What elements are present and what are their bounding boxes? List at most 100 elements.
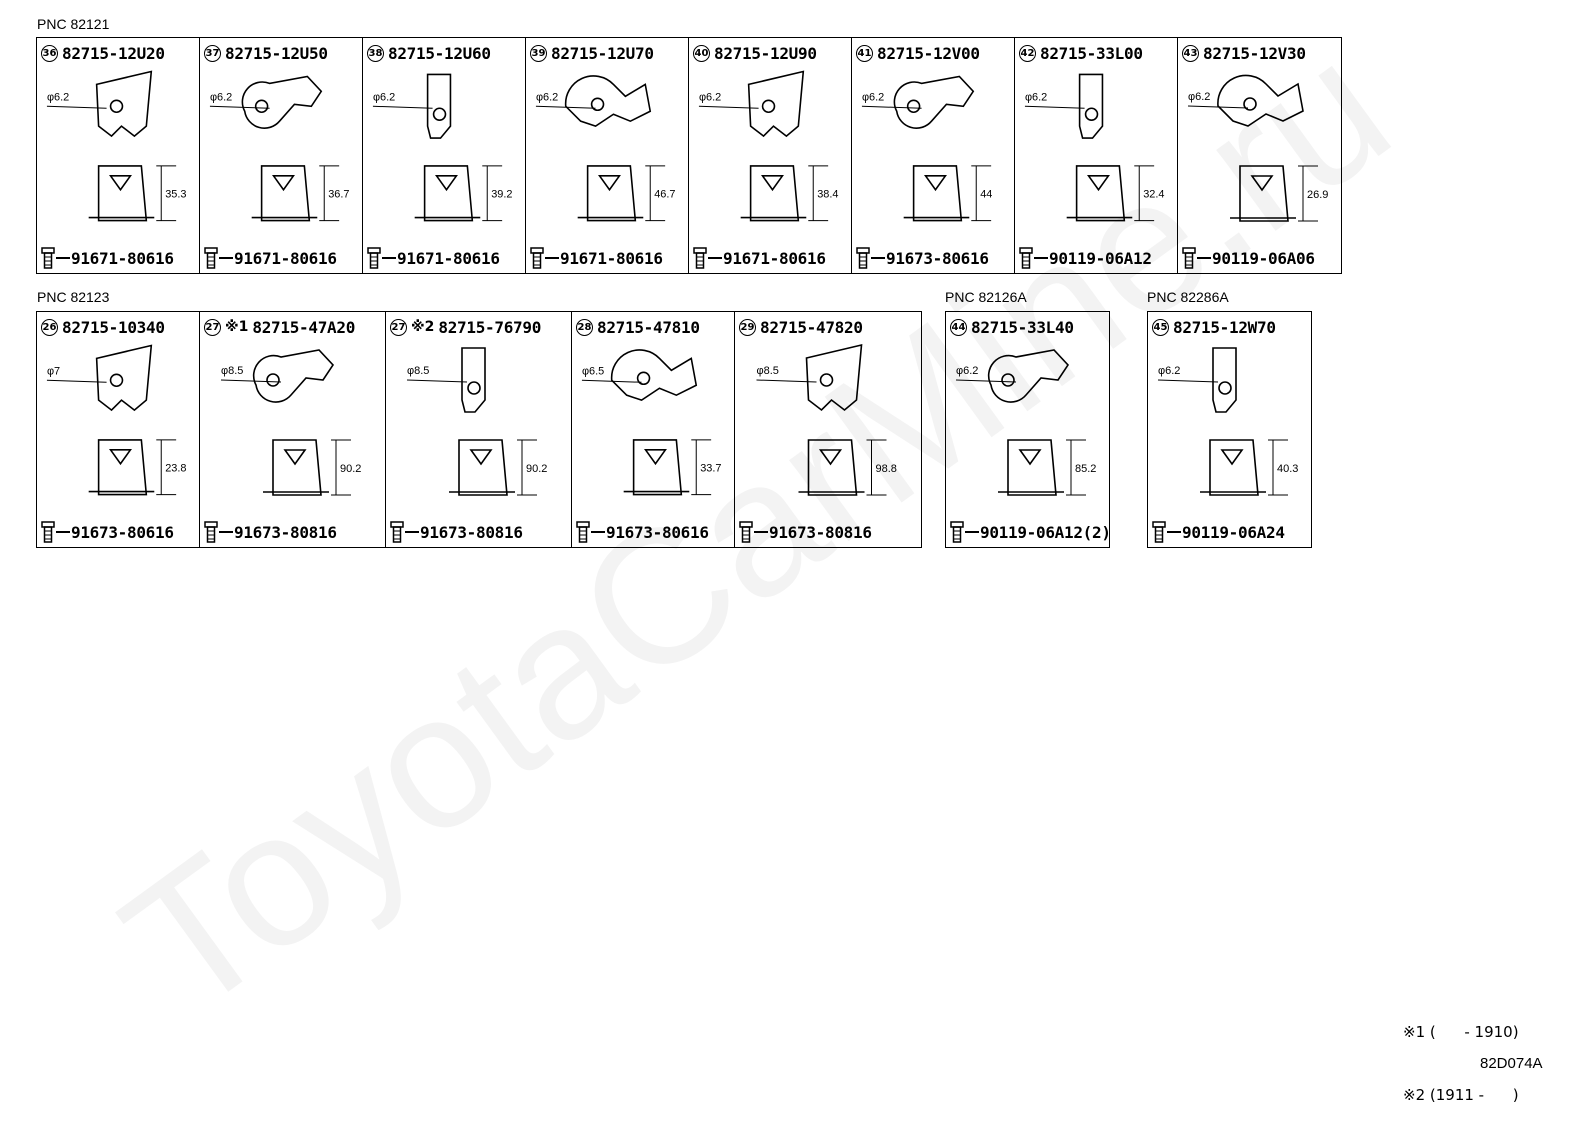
bracket-illustration: φ6.239.2 — [372, 73, 512, 222]
bracket-illustration: φ6.238.4 — [698, 70, 838, 222]
part-number[interactable]: 82715-76790 — [438, 317, 542, 337]
bracket-drawing — [610, 349, 698, 496]
bolt-part-number[interactable]: 91671-80616 — [71, 248, 174, 268]
pnc-label-82126A: PNC 82126A — [945, 289, 1027, 305]
footnote-2: ※2 (1911 - ) — [1403, 1086, 1519, 1104]
leader-line — [1034, 257, 1048, 259]
dimension-line — [482, 165, 503, 222]
bolt-icon — [204, 521, 218, 543]
footnotes: ※1 ( - 1910) ※2 (1911 - ) — [1403, 980, 1519, 1127]
part-number[interactable]: 82715-12U90 — [714, 43, 817, 63]
part-number[interactable]: 82715-12V30 — [1203, 43, 1306, 63]
part-number[interactable]: 82715-12U60 — [388, 43, 491, 63]
diameter-leader-line — [756, 379, 817, 383]
dimension-line — [156, 165, 177, 222]
diameter-label: φ6.2 — [956, 365, 978, 377]
dimension-label: 32.4 — [1143, 189, 1164, 201]
bracket-drawing — [987, 349, 1070, 496]
dimension-label: 90.2 — [526, 463, 547, 475]
leader-line — [382, 257, 396, 259]
bolt-icon — [204, 247, 218, 269]
bolt-part-number[interactable]: 91673-80616 — [71, 522, 174, 542]
part-number[interactable]: 82715-12W70 — [1173, 317, 1276, 337]
bolt-part-number[interactable]: 91673-80616 — [606, 522, 709, 542]
part-number[interactable]: 82715-12V00 — [877, 43, 980, 63]
part-number[interactable]: 82715-12U20 — [62, 43, 165, 63]
leader-line — [1197, 257, 1211, 259]
bolt-row: 91671-80616 — [41, 246, 174, 270]
bolt-part-number[interactable]: 91671-80616 — [723, 248, 826, 268]
part-number[interactable]: 82715-47A20 — [252, 317, 356, 337]
dimension-line — [1134, 165, 1155, 222]
part-number[interactable]: 82715-33L40 — [971, 317, 1074, 337]
bracket-drawing — [449, 347, 515, 496]
note-mark: ※2 — [411, 319, 435, 335]
diameter-leader-line — [46, 105, 107, 109]
diameter-leader-line — [581, 379, 642, 383]
bracket-illustration: φ8.598.8 — [756, 343, 897, 496]
bolt-part-number[interactable]: 90119-06A06 — [1212, 248, 1315, 268]
dimension-label: 36.7 — [328, 189, 349, 201]
diameter-leader-line — [1157, 379, 1219, 383]
ref-number-badge: 44 — [950, 318, 967, 336]
diameter-leader-line — [406, 379, 468, 383]
bolt-row: 91673-80816 — [739, 520, 872, 544]
leader-line — [754, 531, 768, 533]
bracket-illustration: φ6.246.7 — [535, 75, 675, 222]
leader-line — [708, 257, 722, 259]
part-number[interactable]: 82715-12U50 — [225, 43, 328, 63]
bolt-part-number[interactable]: 91673-80616 — [886, 248, 989, 268]
bolt-part-number[interactable]: 90119-06A12(2) — [980, 522, 1109, 542]
part-number[interactable]: 82715-47820 — [760, 317, 863, 337]
bracket-illustration: φ6.533.7 — [581, 349, 721, 496]
ref-number-badge: 38 — [367, 44, 384, 62]
part-number[interactable]: 82715-33L00 — [1040, 43, 1143, 63]
bracket-drawing — [88, 344, 155, 496]
dimension-line — [331, 439, 351, 496]
diameter-leader-line — [535, 105, 596, 109]
dimension-label: 39.2 — [491, 189, 512, 201]
part-number[interactable]: 82715-12U70 — [551, 43, 654, 63]
diameter-label: φ6.2 — [862, 91, 884, 103]
bolt-row: 91671-80616 — [530, 246, 663, 270]
bracket-illustration: φ6.235.3 — [46, 70, 186, 222]
bolt-part-number[interactable]: 91673-80816 — [420, 522, 523, 542]
bolt-part-number[interactable]: 91671-80616 — [560, 248, 663, 268]
note-mark: ※1 — [225, 319, 249, 335]
bolt-part-number[interactable]: 90119-06A24 — [1182, 522, 1285, 542]
bolt-icon — [1182, 247, 1196, 269]
bolt-part-number[interactable]: 91671-80616 — [234, 248, 337, 268]
ref-number-badge: 36 — [41, 44, 58, 62]
leader-line — [56, 257, 70, 259]
dimension-label: 23.8 — [165, 463, 186, 475]
bolt-part-number[interactable]: 90119-06A12 — [1049, 248, 1152, 268]
bolt-part-number[interactable]: 91673-80816 — [769, 522, 872, 542]
bolt-row: 91671-80616 — [693, 246, 826, 270]
part-number[interactable]: 82715-47810 — [597, 317, 700, 337]
bolt-part-number[interactable]: 91673-80816 — [234, 522, 337, 542]
ref-number-badge: 26 — [41, 318, 58, 336]
part-number[interactable]: 82715-10340 — [62, 317, 165, 337]
diameter-label: φ6.2 — [1158, 365, 1180, 377]
bolt-part-number[interactable]: 91671-80616 — [397, 248, 500, 268]
diameter-leader-line — [698, 105, 759, 109]
